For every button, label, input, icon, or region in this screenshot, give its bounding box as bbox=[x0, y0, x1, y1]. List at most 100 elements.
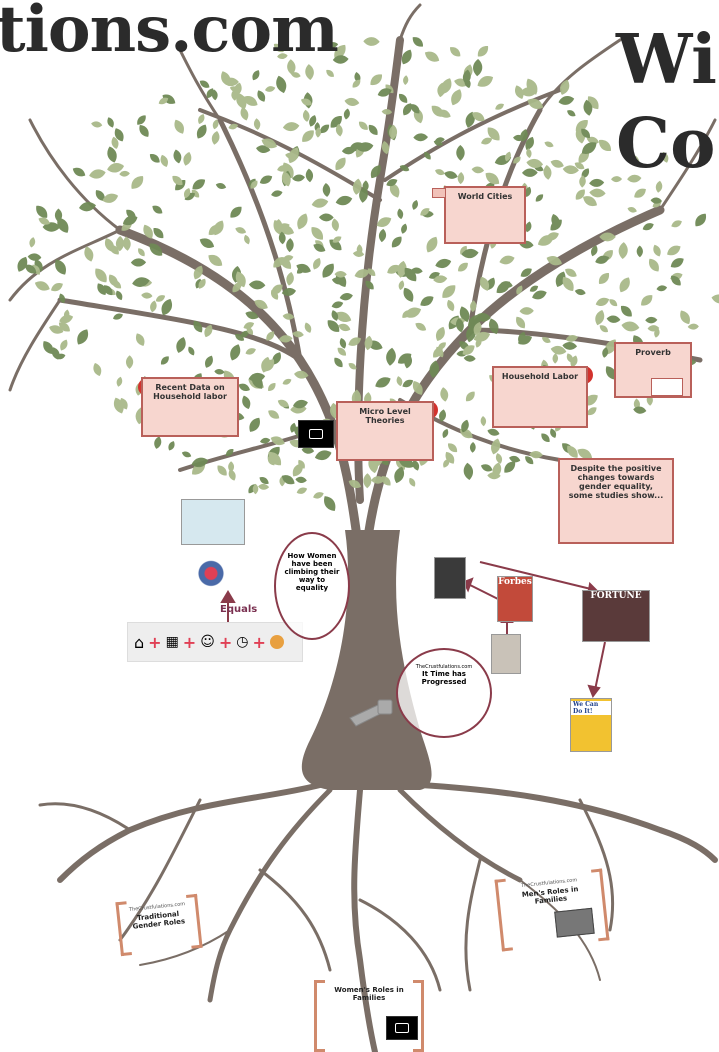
leaf-shape bbox=[651, 243, 663, 258]
leaf-shape bbox=[171, 117, 187, 136]
note-title: Despite the positive changes towards gen… bbox=[568, 464, 664, 500]
leaf-shape bbox=[620, 320, 641, 333]
leaf-shape bbox=[616, 275, 633, 295]
plus-icon: + bbox=[252, 632, 266, 652]
note-household-labor-data[interactable]: Recent Data on Household labor bbox=[141, 377, 239, 437]
circle-climbing-equality[interactable]: How Women have been climbing their way t… bbox=[274, 532, 350, 640]
leaf-shape bbox=[186, 345, 197, 357]
calendar-icon: ▦ bbox=[165, 634, 179, 650]
leaf-shape bbox=[331, 355, 345, 370]
leaf-shape bbox=[445, 298, 457, 313]
leaf-shape bbox=[257, 483, 270, 491]
leaf-shape bbox=[205, 251, 225, 270]
note-micro-level-theories[interactable]: Micro Level Theories bbox=[336, 401, 434, 461]
leaf-shape bbox=[626, 205, 638, 214]
leaf-shape bbox=[399, 222, 409, 235]
magazine-cover-3[interactable] bbox=[491, 634, 521, 674]
leaf-shape bbox=[312, 490, 325, 501]
leaf-shape bbox=[242, 233, 252, 246]
leaf-shape bbox=[33, 278, 52, 294]
leaf-shape bbox=[90, 120, 103, 129]
circle-title: How Women have been climbing their way t… bbox=[284, 552, 340, 592]
rosie-poster[interactable]: We Can Do It! bbox=[570, 698, 612, 752]
leaf-shape bbox=[410, 199, 420, 211]
root-note-traditional-roles[interactable]: TheCrustfulations.com Traditional Gender… bbox=[115, 894, 202, 956]
leaf-shape bbox=[227, 203, 245, 221]
leaf-shape bbox=[74, 326, 92, 347]
leaf-shape bbox=[322, 182, 331, 198]
leaf-shape bbox=[214, 368, 225, 376]
note-title: Women's Roles in Families bbox=[334, 986, 404, 1002]
leaf-shape bbox=[378, 228, 387, 243]
leaf-shape bbox=[194, 122, 210, 141]
leaf-shape bbox=[291, 173, 306, 183]
leaf-shape bbox=[588, 188, 606, 198]
root-note-womens-roles[interactable]: Women's Roles in Families bbox=[314, 980, 424, 1052]
leaf-shape bbox=[302, 109, 311, 123]
leaf-shape bbox=[319, 260, 338, 281]
leaf-shape bbox=[150, 225, 166, 241]
leaf-shape bbox=[455, 260, 471, 274]
leaf-shape bbox=[632, 185, 649, 201]
leaf-shape bbox=[645, 316, 658, 324]
root-note-mens-roles[interactable]: TheCrustfulations.com Men's Roles in Fam… bbox=[495, 869, 610, 952]
note-household-labor[interactable]: Household Labor bbox=[492, 366, 588, 428]
leaf-shape bbox=[669, 218, 684, 230]
note-positive-changes[interactable]: Despite the positive changes towards gen… bbox=[558, 458, 674, 544]
leaf-shape bbox=[181, 150, 194, 167]
leaf-shape bbox=[158, 153, 170, 169]
leaf-shape bbox=[130, 258, 147, 267]
leaf-shape bbox=[519, 306, 534, 316]
leaf-shape bbox=[246, 415, 264, 435]
leaf-shape bbox=[270, 189, 284, 199]
leaf-shape bbox=[594, 295, 611, 309]
multitask-woman-image[interactable] bbox=[186, 555, 236, 601]
leaf-shape bbox=[240, 394, 253, 411]
leaf-shape bbox=[664, 242, 683, 259]
leaf-shape bbox=[214, 463, 230, 478]
leaf-shape bbox=[237, 381, 252, 394]
leaf-shape bbox=[596, 270, 612, 287]
leaf-shape bbox=[140, 291, 153, 300]
leaf-shape bbox=[158, 354, 171, 367]
leaf-shape bbox=[395, 375, 404, 387]
stress-face-icon bbox=[269, 635, 284, 649]
leaf-shape bbox=[215, 181, 227, 191]
forbes-cover[interactable]: Forbes bbox=[497, 576, 533, 622]
leaf-shape bbox=[343, 96, 360, 108]
cartoon-image[interactable] bbox=[181, 499, 245, 545]
leaf-shape bbox=[448, 87, 465, 108]
note-title: Proverb bbox=[635, 348, 671, 357]
equals-label: Equals bbox=[220, 604, 258, 615]
leaf-shape bbox=[396, 207, 405, 220]
leaf-shape bbox=[133, 331, 147, 348]
fortune-cover[interactable]: FORTUNE bbox=[582, 590, 650, 642]
leaf-shape bbox=[356, 119, 370, 133]
leaf-shape bbox=[111, 311, 125, 322]
leaf-shape bbox=[363, 36, 380, 47]
leaf-shape bbox=[136, 246, 147, 258]
circle-time-progressed[interactable]: TheCrustfulations.com It Time has Progre… bbox=[396, 648, 492, 738]
leaf-shape bbox=[125, 355, 134, 369]
leaf-shape bbox=[128, 173, 147, 192]
leaf-shape bbox=[202, 354, 216, 370]
note-world-cities[interactable]: World Cities bbox=[444, 186, 526, 244]
play-icon bbox=[395, 1023, 409, 1033]
leaf-shape bbox=[692, 211, 710, 230]
leaf-shape bbox=[557, 94, 576, 107]
leaf-shape bbox=[710, 293, 719, 305]
leaf-shape bbox=[439, 386, 450, 403]
video-thumbnail-roots[interactable] bbox=[386, 1016, 418, 1040]
leaf-shape bbox=[320, 493, 339, 514]
leaf-shape bbox=[668, 255, 686, 271]
leaf-shape bbox=[174, 335, 188, 355]
magazine-cover-1[interactable] bbox=[434, 557, 466, 599]
leaf-shape bbox=[337, 321, 352, 333]
equation-strip[interactable]: ⌂ + ▦ + ☺ + ◷ + bbox=[127, 622, 303, 662]
leaf-shape bbox=[318, 213, 334, 222]
video-thumbnail[interactable] bbox=[298, 420, 334, 448]
leaf-shape bbox=[493, 101, 506, 112]
leaf-shape bbox=[636, 245, 644, 258]
leaf-shape bbox=[101, 191, 120, 206]
leaf-shape bbox=[282, 121, 300, 133]
